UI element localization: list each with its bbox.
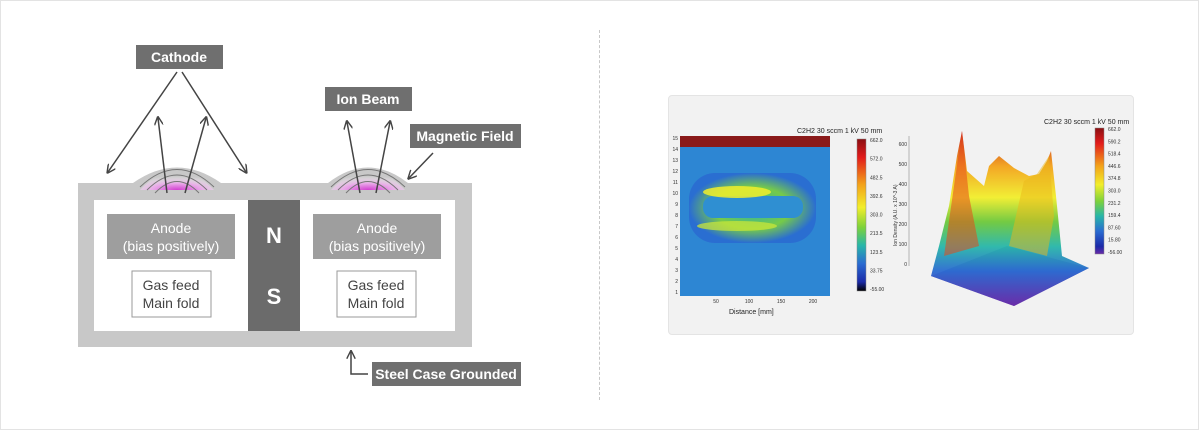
heatmap-x-tick: 100: [745, 299, 754, 305]
ion-source-diagram: N S Anode (bias positively) Anode (bias …: [78, 45, 521, 386]
ion-beam-arrows: [347, 122, 390, 194]
heatmap-colorbar: [856, 138, 867, 292]
surface-z-tick: 100: [899, 242, 908, 248]
plasma-left: [139, 169, 215, 194]
heatmap-x-tick: 200: [809, 299, 818, 305]
surface-colorbar-tick: -56.00: [1108, 250, 1122, 256]
heatmap-y-tick: 14: [672, 147, 678, 153]
gas-left-line1: Gas feed: [143, 277, 200, 293]
surface-colorbar-tick: 590.2: [1108, 139, 1121, 145]
surface-colorbar-tick: 87.60: [1108, 225, 1121, 231]
surface-z-ticks: 600 500 400 300 200 100 0: [899, 142, 908, 268]
heatmap-colorbar-tick: 482.5: [870, 175, 883, 181]
heatmap-y-tick: 6: [675, 235, 678, 241]
cathode-arrows: [108, 71, 246, 194]
heatmap-x-ticks: 50 100 150 200: [713, 299, 817, 305]
heatmap-x-tick: 50: [713, 299, 719, 305]
heatmap-top-band: [680, 136, 830, 147]
surface-z-tick: 600: [899, 142, 908, 148]
heatmap-title: C2H2 30 sccm 1 kV 50 mm: [797, 128, 882, 135]
steel-case-arrow: [351, 352, 368, 375]
surface-colorbar: [1094, 127, 1105, 255]
surface-colorbar-tick: 662.0: [1108, 127, 1121, 133]
surface-z-tick: 200: [899, 222, 908, 228]
cathode-tag: [136, 45, 223, 69]
ion-beam-label: Ion Beam: [336, 91, 399, 107]
anode-right-line2: (bias positively): [329, 238, 425, 254]
surface-colorbar-tick: 159.4: [1108, 213, 1121, 219]
heatmap-y-tick: 12: [672, 169, 678, 175]
heatmap-colorbar-tick: 123.5: [870, 250, 883, 256]
gas-left-line2: Main fold: [143, 295, 200, 311]
steel-case-tag: [372, 362, 521, 386]
heatmap-y-tick: 15: [672, 136, 678, 142]
surface-colorbar-tick: 374.8: [1108, 176, 1121, 182]
heatmap-colorbar-tick: 572.0: [870, 157, 883, 163]
surface-colorbar-ticks: 662.0 590.2 518.4 446.6 374.8 303.0 231.2 159.4…: [1108, 127, 1122, 256]
heatmap-colorbar-tick: 213.5: [870, 231, 883, 237]
anode-left-line1: Anode: [151, 220, 192, 236]
surface-z-tick: 500: [899, 162, 908, 168]
heatmap-y-tick: 11: [673, 180, 678, 186]
heatmap-x-tick: 150: [777, 299, 786, 305]
surface-z-label: Ion Density (A.U. x 10^-3 A): [893, 184, 899, 246]
heatmap-y-tick: 5: [675, 246, 678, 252]
gas-right-line2: Main fold: [348, 295, 405, 311]
magnet-north: N: [266, 223, 282, 248]
measurement-panel: C2H2 30 sccm 1 kV 50 mm 50 100 150 200 1…: [668, 95, 1134, 335]
ion-beam-tag: [325, 87, 412, 111]
magnet: [248, 200, 300, 331]
measurement-charts: C2H2 30 sccm 1 kV 50 mm 50 100 150 200 1…: [672, 119, 1129, 316]
surface-colorbar-tick: 446.6: [1108, 164, 1121, 170]
gas-right-line1: Gas feed: [348, 277, 405, 293]
heatmap-colorbar-tick: 662.0: [870, 138, 883, 144]
heatmap-y-tick: 13: [672, 158, 678, 164]
heatmap-y-ticks: 15 14 13 12 11 10 9 8 7 6 5 4 3 2 1: [672, 136, 678, 296]
heatmap-y-tick: 4: [675, 257, 678, 263]
surface-z-tick: 400: [899, 182, 908, 188]
heatmap-hotspot-top: [703, 186, 771, 198]
heatmap-hotspot-bottom: [697, 221, 777, 231]
surface-ridge-left: [944, 131, 979, 256]
surface-ridge-right: [1009, 156, 1054, 256]
heatmap-y-tick: 2: [675, 279, 678, 285]
heatmap-y-tick: 10: [672, 191, 678, 197]
heatmap-y-tick: 7: [675, 224, 678, 230]
heatmap-colorbar-ticks: 662.0 572.0 482.5 392.6 303.0 213.5 123.5 33.75…: [870, 138, 884, 293]
heatmap-colorbar-tick: 392.6: [870, 194, 883, 200]
plasma-right: [330, 169, 406, 194]
magnet-south: S: [267, 284, 282, 309]
heatmap-colorbar-tick: -55.00: [870, 287, 884, 293]
panel-divider: [599, 30, 600, 400]
surface-z-tick: 300: [899, 202, 908, 208]
heatmap-y-tick: 8: [675, 213, 678, 219]
gas-feed-left: [131, 270, 212, 318]
heatmap-colorbar-tick: 303.0: [870, 213, 883, 219]
cathode-label: Cathode: [151, 49, 207, 65]
heatmap-y-tick: 9: [675, 202, 678, 208]
heatmap-y-tick: 1: [675, 290, 678, 296]
surface-colorbar-tick: 518.4: [1108, 152, 1121, 158]
surface-colorbar-tick: 303.0: [1108, 189, 1121, 195]
heatmap-x-label: Distance [mm]: [729, 309, 774, 316]
surface-colorbar-tick: 231.2: [1108, 201, 1121, 207]
surface-colorbar-tick: 15.80: [1108, 238, 1121, 244]
heatmap-y-tick: 3: [675, 268, 678, 274]
magnetic-field-arrow: [409, 152, 434, 178]
steel-case-label: Steel Case Grounded: [375, 366, 517, 382]
surface-z-tick: 0: [904, 262, 907, 268]
anode-right: [313, 214, 441, 259]
magnetic-field-label: Magnetic Field: [416, 128, 513, 144]
heatmap-colorbar-tick: 33.75: [870, 268, 883, 274]
surface-title: C2H2 30 sccm 1 kV 50 mm: [1044, 119, 1129, 126]
anode-left: [107, 214, 235, 259]
magnetic-field-tag: [410, 124, 521, 148]
heatmap-ring-hollow: [703, 196, 803, 218]
anode-left-line2: (bias positively): [123, 238, 219, 254]
gas-feed-right: [336, 270, 417, 318]
anode-right-line1: Anode: [357, 220, 398, 236]
